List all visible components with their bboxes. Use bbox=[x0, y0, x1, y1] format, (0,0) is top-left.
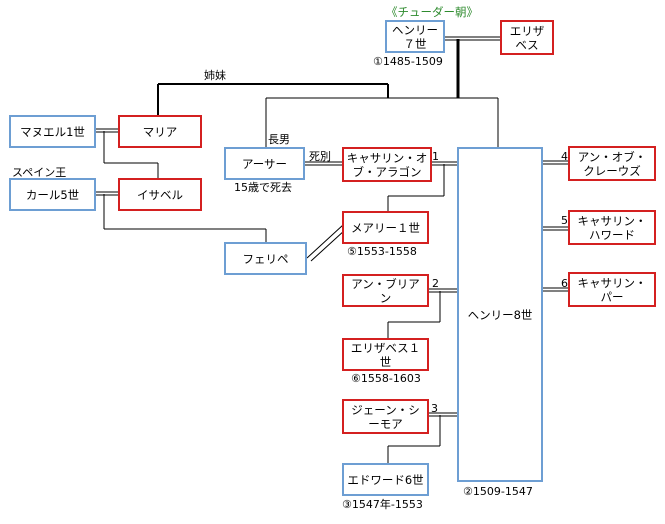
dynasty-label: 《チューダー朝》 bbox=[386, 5, 478, 19]
marriage-number-3: 3 bbox=[431, 402, 438, 415]
person-catherine-of-aragon[interactable]: キャサリン・オブ・アラゴン bbox=[342, 147, 432, 182]
label-eldest-son: 長男 bbox=[268, 133, 290, 146]
label-bereaved: 死別 bbox=[309, 150, 331, 163]
person-maria[interactable]: マリア bbox=[118, 115, 202, 148]
reign-mary-i: ⑤1553-1558 bbox=[347, 245, 417, 258]
person-felipe[interactable]: フェリペ bbox=[224, 242, 307, 275]
reign-elizabeth-i: ⑥1558-1603 bbox=[351, 372, 421, 385]
person-henry-viii[interactable]: ヘンリー8世 bbox=[457, 147, 543, 482]
person-henry-vii[interactable]: ヘンリー７世 bbox=[385, 20, 445, 53]
reign-edward-vi: ③1547年-1553 bbox=[342, 498, 423, 511]
label-spain-king: スペイン王 bbox=[12, 166, 67, 179]
marriage-number-1: 1 bbox=[432, 150, 439, 163]
label-sisters: 姉妹 bbox=[204, 69, 226, 82]
person-arthur[interactable]: アーサー bbox=[224, 147, 305, 180]
person-isabel[interactable]: イサベル bbox=[118, 178, 202, 211]
reign-henry-vii: ①1485-1509 bbox=[373, 55, 443, 68]
person-anne-of-cleves[interactable]: アン・オブ・クレーウズ bbox=[568, 146, 656, 181]
person-elizabeth-i[interactable]: エリザベス１世 bbox=[342, 338, 429, 371]
marriage-number-5: 5 bbox=[561, 214, 568, 227]
person-anne-boleyn[interactable]: アン・ブリアン bbox=[342, 274, 429, 307]
person-carlos-v[interactable]: カール5世 bbox=[9, 178, 96, 211]
marriage-number-2: 2 bbox=[432, 277, 439, 290]
marriage-number-4: 4 bbox=[561, 150, 568, 163]
person-catherine-howard[interactable]: キャサリン・ハワード bbox=[568, 210, 656, 245]
person-edward-vi[interactable]: エドワード6世 bbox=[342, 463, 429, 496]
person-jane-seymour[interactable]: ジェーン・シーモア bbox=[342, 399, 429, 434]
marriage-number-6: 6 bbox=[561, 277, 568, 290]
reign-henry-viii: ②1509-1547 bbox=[463, 485, 533, 498]
person-elizabeth-of-york[interactable]: エリザベス bbox=[500, 20, 554, 55]
label-died-at-15: 15歳で死去 bbox=[234, 181, 292, 194]
person-manuel-i[interactable]: マヌエル1世 bbox=[9, 115, 96, 148]
person-mary-i[interactable]: メアリー１世 bbox=[342, 211, 429, 244]
person-catherine-parr[interactable]: キャサリン・パー bbox=[568, 272, 656, 307]
